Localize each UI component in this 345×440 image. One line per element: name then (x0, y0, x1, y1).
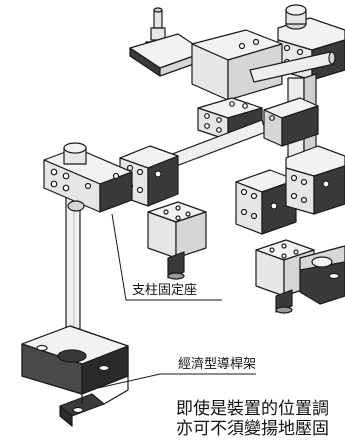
caption-line-1: 即使是裝置的位置調 (176, 399, 329, 419)
support-post-holder (43, 142, 133, 213)
front-right-clamp (285, 145, 345, 215)
upper-cross-block (191, 29, 283, 101)
lower-hanging-block (147, 201, 207, 280)
callout-leaders (97, 213, 256, 389)
caption-line-2: 亦可不須變揚地壓固 (176, 419, 329, 439)
label-support-post-holder: 支柱固定座 (132, 283, 198, 298)
leader-support-post-holder (111, 213, 222, 301)
right-side-clamp (263, 97, 319, 147)
label-economy-guide-rack: 經濟型導桿架 (178, 357, 257, 372)
leader-economy-guide-rack (97, 373, 256, 389)
right-base (299, 245, 345, 305)
economy-guide-rack-base (21, 325, 129, 427)
upper-horizontal-rod (249, 51, 336, 83)
